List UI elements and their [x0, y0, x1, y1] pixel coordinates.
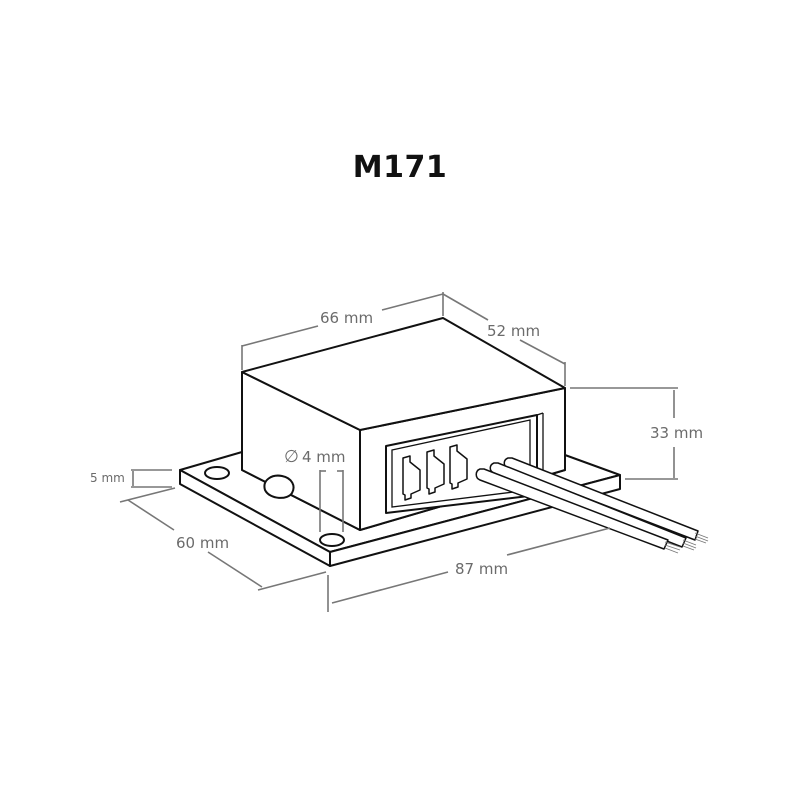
terminal-2: [426, 449, 445, 495]
dim-33-label: 33 mm: [650, 424, 703, 442]
dimension-hole-diameter: ∅ 4 mm: [284, 447, 346, 532]
dim-87-label: 87 mm: [455, 560, 508, 578]
drawing-title: M171: [352, 150, 448, 185]
dim-hole-symbol: ∅: [284, 447, 299, 467]
dimension-depth-top: 52 mm: [442, 293, 566, 386]
terminal-3: [449, 444, 468, 490]
mounting-hole-left: [204, 466, 230, 480]
dimension-height: 33 mm: [570, 387, 703, 480]
dim-hole-label: 4 mm: [302, 448, 346, 466]
dim-60-label: 60 mm: [176, 534, 229, 552]
dimension-plate-width: 60 mm: [119, 487, 327, 591]
dimension-plate-length: 87 mm: [327, 527, 611, 612]
screw-bump: [263, 474, 295, 499]
dimension-plate-thickness: 5 mm: [90, 469, 172, 488]
dimension-length-top: 66 mm: [241, 292, 444, 370]
dim-5-label: 5 mm: [90, 471, 125, 485]
wire-strands: [664, 532, 709, 554]
mounting-hole-front: [319, 533, 345, 547]
dim-66-label: 66 mm: [320, 309, 373, 327]
wire-bundle: [475, 457, 709, 554]
dim-52-label: 52 mm: [487, 322, 540, 340]
terminal-1: [402, 455, 421, 501]
